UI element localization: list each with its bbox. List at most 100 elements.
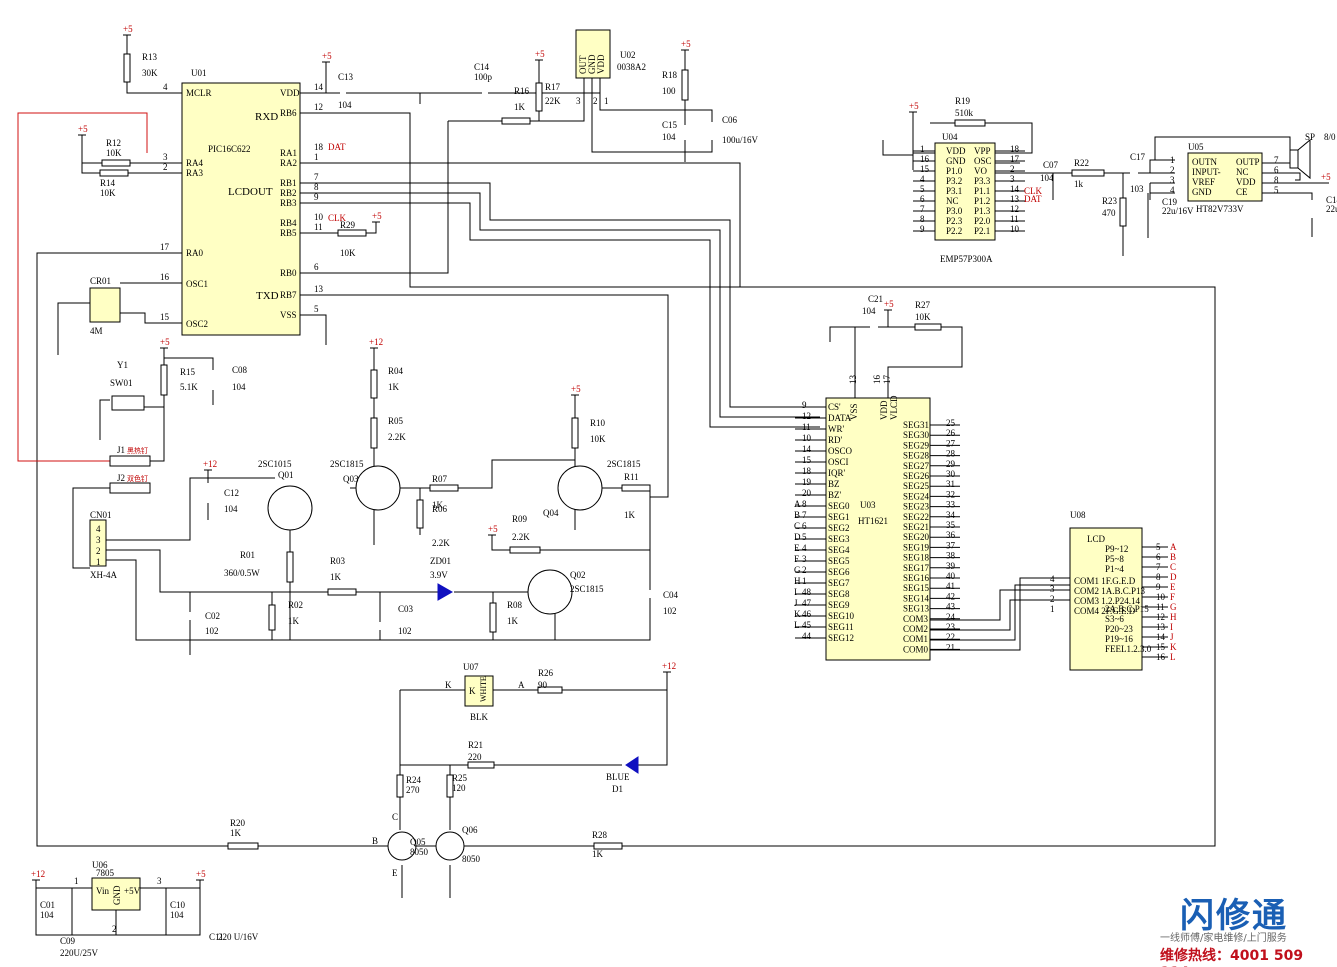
u03-pin-label: SEG7 <box>828 578 850 588</box>
u03-pin-label: COM3 <box>903 614 929 624</box>
u04-pin-number: 11 <box>1010 214 1019 224</box>
supply-label: +5 <box>488 524 498 534</box>
resistor-ref: R24 <box>406 775 422 785</box>
u03-pin-label: SEG28 <box>903 451 930 461</box>
resistor-ref: R17 <box>545 82 561 92</box>
capacitor-ref: C10 <box>170 900 186 910</box>
supply-label: +5 <box>909 101 919 111</box>
svg-text:16: 16 <box>872 375 882 385</box>
resistor-value: 510k <box>955 108 974 118</box>
u03-pin-tag: D <box>794 532 801 542</box>
svg-text:11: 11 <box>314 222 323 232</box>
svg-text:3.9V: 3.9V <box>430 570 448 580</box>
u03-pin-tag: G <box>794 565 801 575</box>
u05-pin-label: VREF <box>1192 177 1215 187</box>
u03-pin-number: 27 <box>946 438 956 448</box>
resistor-value: 2.2K <box>512 532 530 542</box>
u03-pin-label: CS' <box>828 402 841 412</box>
u05-pin-label: CE <box>1236 187 1248 197</box>
u03-pin-number: 21 <box>946 642 955 652</box>
resistor-value: 1K <box>514 102 526 112</box>
svg-text:8: 8 <box>314 182 319 192</box>
svg-text:VDD: VDD <box>280 88 300 98</box>
u04-pin-label: VPP <box>974 146 991 156</box>
resistor-ref: R10 <box>590 418 606 428</box>
u08-pin-label: P1~4 <box>1105 564 1124 574</box>
u04-pin-number: 3 <box>1010 174 1015 184</box>
u03-pin-tag: E <box>794 543 800 553</box>
u03-pin-number: 20 <box>802 488 812 498</box>
u03-pin-number: 46 <box>802 609 812 619</box>
u04-pin-label: P1.1 <box>974 186 990 196</box>
u05-pin-number: 2 <box>1170 165 1175 175</box>
resistor-ref: R27 <box>915 300 931 310</box>
svg-text:1: 1 <box>96 557 101 567</box>
resistor-ref: R18 <box>662 70 678 80</box>
supply-label: +12 <box>31 869 45 879</box>
u03-pin-tag: B <box>794 510 800 520</box>
resistor-value: 100 <box>662 86 676 96</box>
u08-pin-label: COM4 2F.G.E.D <box>1074 606 1136 616</box>
svg-text:Q04: Q04 <box>543 508 559 518</box>
svg-text:4: 4 <box>96 524 101 534</box>
u03-pin-number: 25 <box>946 418 956 428</box>
u03-pin-number: 18 <box>802 466 812 476</box>
resistor-value: 22K <box>545 96 561 106</box>
svg-text:+5V: +5V <box>124 886 141 896</box>
u03-pin-label: SEG27 <box>903 461 930 471</box>
crystal-and-misc: CR01 4M Y1 SW01 CN01 XH-4A 4 3 2 1 J1 黑热… <box>89 132 1336 878</box>
svg-text:VSS: VSS <box>280 310 297 320</box>
u08-pin-label: P20~23 <box>1105 624 1133 634</box>
u03-pin-number: 7 <box>802 510 807 520</box>
zener-icon <box>437 583 454 601</box>
resistor-value: 1K <box>388 382 400 392</box>
u03-pin-number: 23 <box>946 622 956 632</box>
u04-pin-label: P1.3 <box>974 206 991 216</box>
u04-pin-label: NC <box>946 196 959 206</box>
svg-text:VLCD: VLCD <box>889 395 899 420</box>
u03-pin-label: SEG24 <box>903 491 930 501</box>
u08-pin-label: COM2 1A.B.C.P13 <box>1074 586 1146 596</box>
supply-label: +5 <box>160 337 170 347</box>
u04-pin-label: VO <box>974 166 987 176</box>
svg-text:2SC1815: 2SC1815 <box>570 584 604 594</box>
u03-pin-label: SEG25 <box>903 481 930 491</box>
u03-pin-tag: I <box>794 587 797 597</box>
u04-pin-number: 15 <box>920 164 930 174</box>
resistor-ref: R08 <box>507 600 523 610</box>
capacitor-ref: C14 <box>474 62 490 72</box>
u03-pin-number: 2 <box>802 565 807 575</box>
u03-pin-number: 43 <box>946 602 956 612</box>
supply-label: +5 <box>681 39 691 49</box>
supply-label: +5 <box>372 211 382 221</box>
u03-pin-number: 14 <box>802 444 812 454</box>
svg-text:4: 4 <box>163 82 168 92</box>
u03-pin-label: SEG10 <box>828 611 855 621</box>
svg-text:8/0: 8/0 <box>1324 132 1336 142</box>
u03-pin-tag: H <box>794 576 801 586</box>
transistors: 2SC1015 Q01 2SC1815 Q03 2SC1815 Q04 Q02 … <box>258 459 641 864</box>
svg-text:0038A2: 0038A2 <box>617 62 646 72</box>
u03-pin-number: 4 <box>802 543 807 553</box>
u03-pin-label: SEG18 <box>903 553 930 563</box>
svg-text:CLK: CLK <box>328 213 347 223</box>
supply-label: +12 <box>369 337 383 347</box>
svg-text:CLK: CLK <box>1024 186 1043 196</box>
u03-pin-tag: K <box>794 609 801 619</box>
ic-u06: U06 7805 Vin +5V GND 1 2 3 <box>74 860 162 934</box>
svg-text:LCD: LCD <box>1087 534 1106 544</box>
u04-pin-number: 9 <box>920 224 925 234</box>
svg-text:14: 14 <box>314 82 324 92</box>
resistor-value: 1K <box>592 849 604 859</box>
svg-text:RXD: RXD <box>255 111 278 123</box>
u04-pin-number: 2 <box>1010 164 1015 174</box>
svg-text:1: 1 <box>604 96 609 106</box>
u04-pin-number: 13 <box>1010 194 1020 204</box>
svg-text:CR01: CR01 <box>90 276 111 286</box>
resistor-ref: R15 <box>180 367 196 377</box>
u03-pin-label: SEG22 <box>903 512 929 522</box>
svg-text:10: 10 <box>314 212 324 222</box>
u03-pin-label: OSCI <box>828 457 849 467</box>
